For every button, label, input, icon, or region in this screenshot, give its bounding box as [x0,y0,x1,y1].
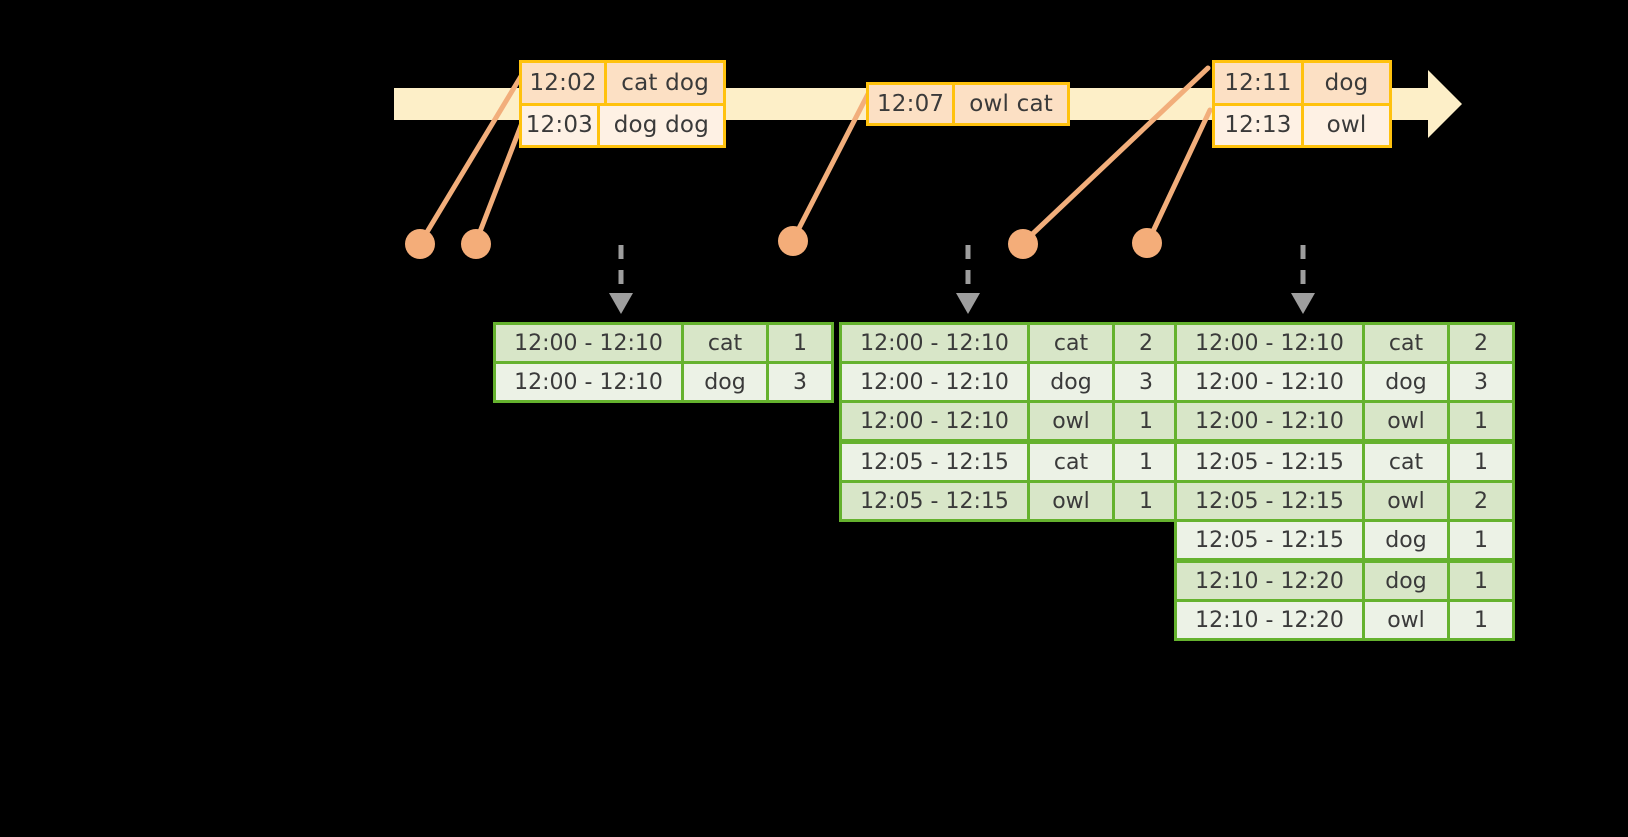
cell-key: dog [1365,522,1447,558]
cell-window: 12:05 - 12:15 [1177,444,1362,480]
cell-count: 1 [1115,444,1177,480]
event-words: dog [1304,63,1389,103]
cell-count: 3 [1450,364,1512,400]
cell-count: 2 [1450,483,1512,519]
event-dots [405,226,1162,259]
event-group-2[interactable]: 12:07 owl cat [866,82,1070,126]
connector-1213 [1145,107,1213,245]
cell-key: cat [1030,444,1112,480]
cell-key: owl [1365,483,1447,519]
emit-arrows [618,245,1306,296]
cell-key: owl [1365,602,1447,638]
cell-count: 2 [1115,325,1177,361]
cell-key: dog [1365,364,1447,400]
event-row[interactable]: 12:02 cat dog [522,63,723,103]
dot-1207 [778,226,808,256]
cell-window: 12:05 - 12:15 [842,444,1027,480]
event-time: 12:02 [522,63,608,103]
event-words: dog dog [599,105,723,145]
connector-1207 [790,89,872,243]
cell-window: 12:10 - 12:20 [1177,602,1362,638]
event-words: cat dog [607,63,723,103]
cell-count: 3 [769,364,831,400]
cell-window: 12:00 - 12:10 [1177,325,1362,361]
event-group-3[interactable]: 12:11 dog 12:13 owl [1212,60,1392,148]
dot-1211 [1008,229,1038,259]
event-time: 12:07 [869,85,956,123]
cell-count: 2 [1450,325,1512,361]
cell-key: cat [1365,325,1447,361]
connector-1202 [418,65,529,245]
dot-1203 [461,229,491,259]
cell-count: 1 [1450,403,1512,439]
cell-key: owl [1030,403,1112,439]
cell-window: 12:05 - 12:15 [842,483,1027,519]
cell-count: 1 [1450,444,1512,480]
cell-key: dog [1030,364,1112,400]
cell-window: 12:05 - 12:15 [1177,483,1362,519]
event-row[interactable]: 12:03 dog dog [522,102,723,145]
connector-1203 [473,107,530,245]
cell-count: 1 [1450,522,1512,558]
cell-key: cat [684,325,766,361]
cell-window: 12:00 - 12:10 [842,325,1027,361]
event-group-1[interactable]: 12:02 cat dog 12:03 dog dog [519,60,726,148]
cell-count: 1 [1450,602,1512,638]
cell-count: 1 [1115,483,1177,519]
cell-count: 1 [769,325,831,361]
event-time: 12:11 [1215,63,1304,103]
dot-1213 [1132,228,1162,258]
cell-key: dog [684,364,766,400]
cell-key: dog [1365,563,1447,599]
emit-arrow-heads [609,293,1315,314]
event-row[interactable]: 12:07 owl cat [869,85,1067,123]
cell-count: 1 [1115,403,1177,439]
cell-count: 3 [1115,364,1177,400]
event-row[interactable]: 12:13 owl [1215,102,1389,145]
cell-window: 12:10 - 12:20 [1177,563,1362,599]
event-words: owl cat [955,85,1067,123]
cell-window: 12:00 - 12:10 [496,325,681,361]
cell-window: 12:00 - 12:10 [496,364,681,400]
cell-window: 12:00 - 12:10 [1177,364,1362,400]
cell-window: 12:05 - 12:15 [1177,522,1362,558]
cell-key: cat [1365,444,1447,480]
event-connectors [418,65,1213,245]
cell-key: cat [1030,325,1112,361]
connector-1211 [1021,65,1211,245]
cell-window: 12:00 - 12:10 [1177,403,1362,439]
event-time: 12:03 [522,105,600,145]
event-time: 12:13 [1215,105,1304,145]
event-words: owl [1304,105,1389,145]
cell-key: owl [1365,403,1447,439]
dot-1202 [405,229,435,259]
cell-key: owl [1030,483,1112,519]
event-row[interactable]: 12:11 dog [1215,63,1389,103]
cell-window: 12:00 - 12:10 [842,403,1027,439]
cell-window: 12:00 - 12:10 [842,364,1027,400]
cell-count: 1 [1450,563,1512,599]
